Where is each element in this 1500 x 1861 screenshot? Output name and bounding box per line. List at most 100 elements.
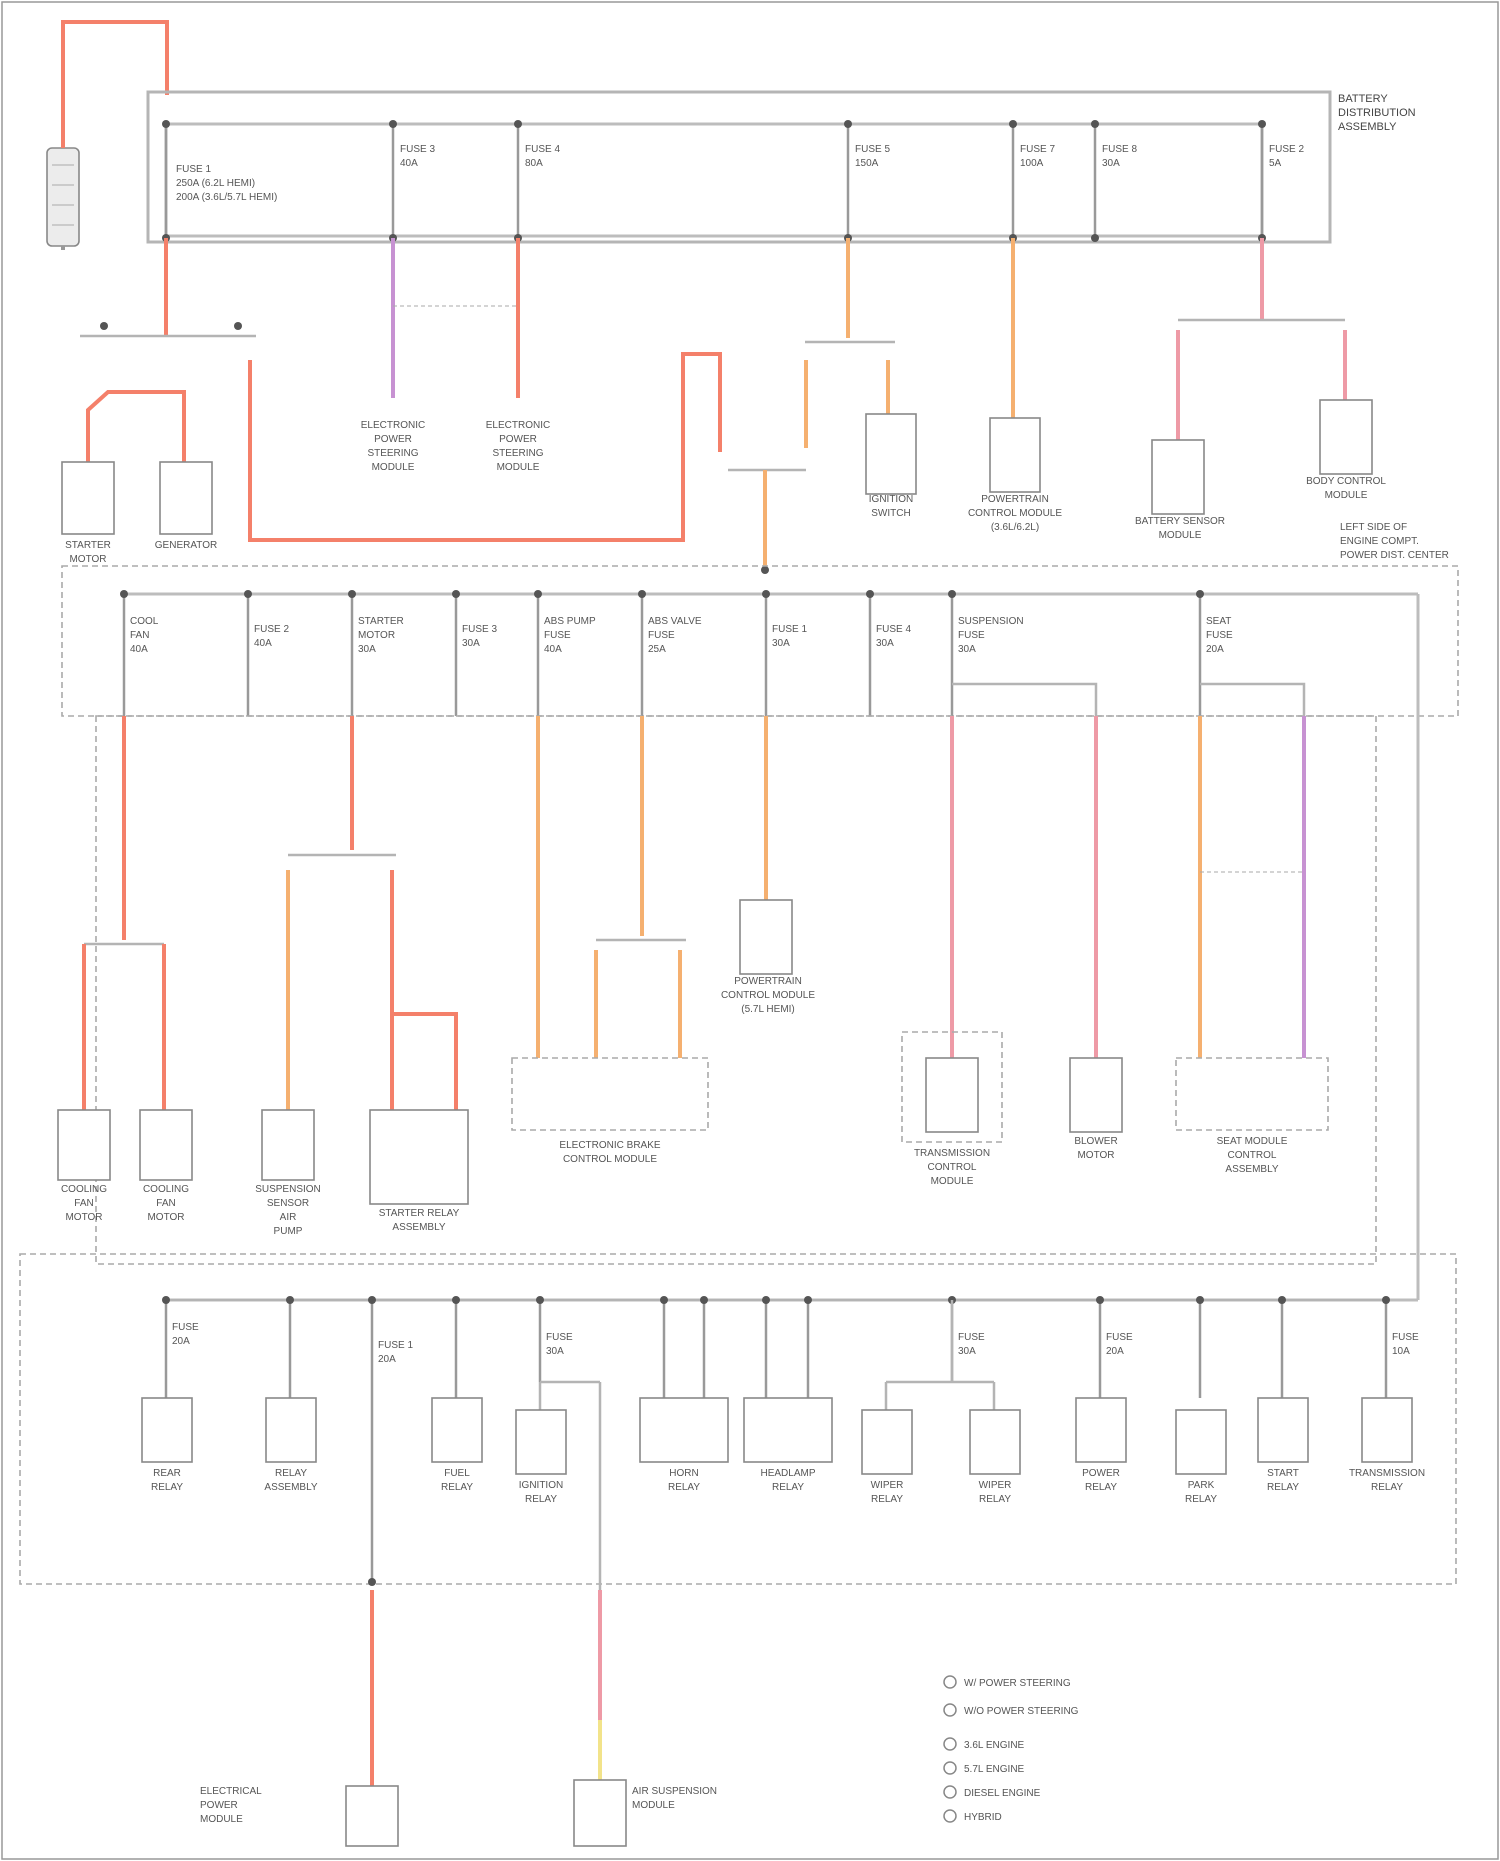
fuse-3-label: FUSE 3 40A	[400, 144, 435, 169]
svg-text:20A: 20A	[378, 1354, 396, 1365]
fuse-1-label: FUSE 1 250A (6.2L HEMI) 200A (3.6L/5.7L …	[176, 164, 277, 203]
svg-text:REAR: REAR	[153, 1468, 181, 1479]
svg-text:RELAY: RELAY	[1267, 1482, 1299, 1493]
svg-text:RELAY: RELAY	[1185, 1494, 1217, 1505]
svg-text:(5.7L HEMI): (5.7L HEMI)	[741, 1004, 795, 1015]
legend-item: 5.7L ENGINE	[944, 1762, 1025, 1775]
seat-module-control-assembly	[1176, 1058, 1328, 1130]
legend-item: DIESEL ENGINE	[944, 1786, 1041, 1799]
svg-text:30A: 30A	[958, 1346, 976, 1357]
svg-text:TRANSMISSION: TRANSMISSION	[1349, 1468, 1425, 1479]
svg-text:W/ POWER STEERING: W/ POWER STEERING	[964, 1678, 1071, 1689]
svg-text:COOLING: COOLING	[143, 1184, 189, 1195]
svg-text:POWERTRAIN: POWERTRAIN	[734, 976, 802, 987]
legend: W/ POWER STEERING W/O POWER STEERING 3.6…	[944, 1676, 1079, 1823]
starter-motor	[62, 462, 114, 534]
svg-text:5.7L ENGINE: 5.7L ENGINE	[964, 1764, 1025, 1775]
relay-ignition	[516, 1410, 566, 1474]
svg-text:COOL: COOL	[130, 616, 159, 627]
svg-text:BLOWER: BLOWER	[1074, 1136, 1117, 1147]
svg-text:LEFT SIDE OF: LEFT SIDE OF	[1340, 522, 1407, 533]
svg-text:AIR SUSPENSION: AIR SUSPENSION	[632, 1786, 717, 1797]
electrical-power-module	[346, 1786, 398, 1846]
suspension-fuse-label: SUSPENSION FUSE 30A	[958, 616, 1024, 655]
svg-text:ELECTRONIC BRAKE: ELECTRONIC BRAKE	[559, 1140, 660, 1151]
powertrain-control-module-5-7	[740, 900, 792, 974]
cooling-fan-right	[140, 1110, 192, 1180]
svg-text:STARTER: STARTER	[358, 616, 404, 627]
svg-text:TRANSMISSION: TRANSMISSION	[914, 1148, 990, 1159]
svg-text:FUSE: FUSE	[1392, 1332, 1419, 1343]
svg-text:ABS VALVE: ABS VALVE	[648, 616, 702, 627]
distribution-label: BATTERY DISTRIBUTION ASSEMBLY	[1338, 93, 1416, 133]
svg-text:20A: 20A	[172, 1336, 190, 1347]
body-control-module	[1320, 400, 1372, 474]
relay-park	[1176, 1410, 1226, 1474]
relay-horn-label: HORN RELAY	[668, 1468, 700, 1493]
svg-text:MOTOR: MOTOR	[147, 1212, 184, 1223]
svg-text:MOTOR: MOTOR	[1077, 1150, 1114, 1161]
relay-transmission-label: TRANSMISSION RELAY	[1349, 1468, 1425, 1493]
svg-text:FUSE: FUSE	[958, 630, 985, 641]
svg-text:FUSE 7: FUSE 7	[1020, 144, 1055, 155]
svg-text:SEAT: SEAT	[1206, 616, 1231, 627]
svg-text:30A: 30A	[358, 644, 376, 655]
fuse-1-mid-label: FUSE 1 30A	[772, 624, 807, 649]
svg-text:WIPER: WIPER	[979, 1480, 1012, 1491]
relay-fuel-label: FUEL RELAY	[441, 1468, 473, 1493]
bottom-fuse-6-label: FUSE 10A	[1392, 1332, 1419, 1357]
air-suspension-module	[574, 1780, 626, 1846]
fuse-4-label: FUSE 4 80A	[525, 144, 560, 169]
svg-text:40A: 40A	[544, 644, 562, 655]
svg-text:FAN: FAN	[156, 1198, 175, 1209]
svg-text:SWITCH: SWITCH	[871, 508, 910, 519]
pcm2-label: POWERTRAIN CONTROL MODULE (5.7L HEMI)	[721, 976, 815, 1015]
eps-module-2-label: ELECTRONIC POWER STEERING MODULE	[486, 420, 550, 473]
svg-text:IGNITION: IGNITION	[519, 1480, 563, 1491]
svg-text:W/O POWER STEERING: W/O POWER STEERING	[964, 1706, 1079, 1717]
pcm-label: POWERTRAIN CONTROL MODULE (3.6L/6.2L)	[968, 494, 1062, 533]
svg-text:30A: 30A	[772, 638, 790, 649]
fuse-3-mid-label: FUSE 3 30A	[462, 624, 497, 649]
relay-wiper-1	[862, 1410, 912, 1474]
suspension-sensor	[262, 1110, 314, 1180]
svg-text:HYBRID: HYBRID	[964, 1812, 1002, 1823]
svg-text:STEERING: STEERING	[367, 448, 418, 459]
svg-text:30A: 30A	[958, 644, 976, 655]
svg-text:BODY CONTROL: BODY CONTROL	[1306, 476, 1386, 487]
svg-text:CONTROL MODULE: CONTROL MODULE	[968, 508, 1062, 519]
cooling-fan-right-label: COOLING FAN MOTOR	[143, 1184, 189, 1223]
svg-text:RELAY: RELAY	[871, 1494, 903, 1505]
svg-text:MODULE: MODULE	[931, 1176, 974, 1187]
svg-text:RELAY: RELAY	[525, 1494, 557, 1505]
svg-text:FUSE 2: FUSE 2	[1269, 144, 1304, 155]
transmission-label: TRANSMISSION CONTROL MODULE	[914, 1148, 990, 1187]
relay-region	[20, 1254, 1456, 1584]
fuse-7-label: FUSE 7 100A	[1020, 144, 1055, 169]
svg-text:SUSPENSION: SUSPENSION	[958, 616, 1024, 627]
svg-text:ABS PUMP: ABS PUMP	[544, 616, 596, 627]
svg-text:POWERTRAIN: POWERTRAIN	[981, 494, 1049, 505]
bottom-fuse-3-label: FUSE 30A	[546, 1332, 573, 1357]
svg-text:150A: 150A	[855, 158, 879, 169]
svg-text:100A: 100A	[1020, 158, 1044, 169]
fuse-2-label: FUSE 2 5A	[1269, 144, 1304, 169]
relay-rear-label: REAR RELAY	[151, 1468, 183, 1493]
electronic-brake-control-module	[512, 1058, 708, 1130]
battery-sensor-module	[1152, 440, 1204, 514]
epm-label: ELECTRICAL POWER MODULE	[200, 1786, 262, 1825]
svg-text:FUSE 4: FUSE 4	[525, 144, 560, 155]
starter-motor-fuse-label: STARTER MOTOR 30A	[358, 616, 404, 655]
svg-text:FUEL: FUEL	[444, 1468, 470, 1479]
svg-text:30A: 30A	[462, 638, 480, 649]
battery-distribution-box	[148, 92, 1330, 242]
svg-text:FUSE 8: FUSE 8	[1102, 144, 1137, 155]
eps-module-1-label: ELECTRONIC POWER STEERING MODULE	[361, 420, 425, 473]
fuse-4-mid-label: FUSE 4 30A	[876, 624, 911, 649]
svg-text:BATTERY: BATTERY	[1338, 93, 1388, 105]
svg-text:250A (6.2L HEMI): 250A (6.2L HEMI)	[176, 178, 255, 189]
svg-text:CONTROL MODULE: CONTROL MODULE	[563, 1154, 657, 1165]
svg-text:FUSE: FUSE	[958, 1332, 985, 1343]
svg-text:STEERING: STEERING	[492, 448, 543, 459]
